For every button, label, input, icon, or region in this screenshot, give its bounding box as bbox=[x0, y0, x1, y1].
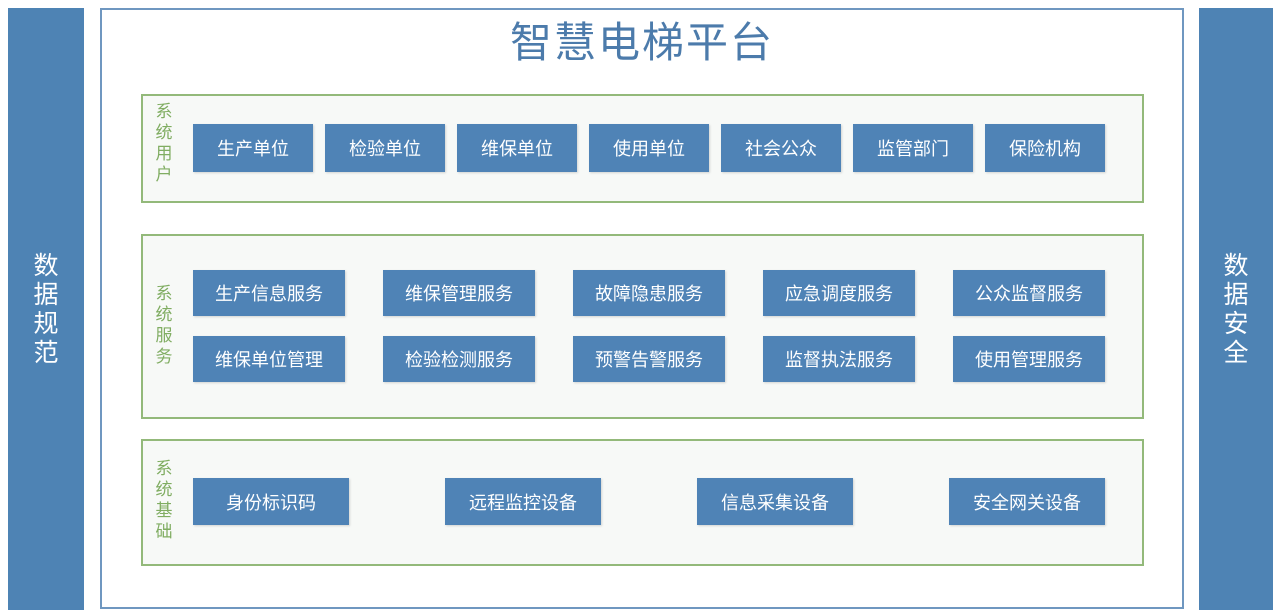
user-box-public[interactable]: 社会公众 bbox=[721, 124, 841, 172]
service-box[interactable]: 应急调度服务 bbox=[763, 270, 915, 316]
section-system-services: 系统服务 bbox=[141, 234, 1144, 419]
base-box-info-collect[interactable]: 信息采集设备 bbox=[697, 478, 853, 525]
service-box[interactable]: 生产信息服务 bbox=[193, 270, 345, 316]
service-box[interactable]: 使用管理服务 bbox=[953, 336, 1105, 382]
section-label-base: 系统基础 bbox=[155, 459, 173, 542]
user-box-supervision[interactable]: 监管部门 bbox=[853, 124, 973, 172]
user-box-usage[interactable]: 使用单位 bbox=[589, 124, 709, 172]
service-box[interactable]: 检验检测服务 bbox=[383, 336, 535, 382]
right-side-label: 数据安全 bbox=[1223, 251, 1249, 367]
right-side-bar: 数据安全 bbox=[1199, 8, 1273, 610]
user-box-production[interactable]: 生产单位 bbox=[193, 124, 313, 172]
base-box-security-gateway[interactable]: 安全网关设备 bbox=[949, 478, 1105, 525]
left-side-label: 数据规范 bbox=[33, 251, 59, 367]
service-box[interactable]: 监督执法服务 bbox=[763, 336, 915, 382]
service-box[interactable]: 公众监督服务 bbox=[953, 270, 1105, 316]
base-box-identity-code[interactable]: 身份标识码 bbox=[193, 478, 349, 525]
left-side-bar: 数据规范 bbox=[8, 8, 84, 610]
service-box[interactable]: 维保管理服务 bbox=[383, 270, 535, 316]
section-label-services: 系统服务 bbox=[155, 284, 173, 367]
section-label-users: 系统用户 bbox=[155, 102, 173, 185]
user-box-maintenance[interactable]: 维保单位 bbox=[457, 124, 577, 172]
base-box-remote-monitor[interactable]: 远程监控设备 bbox=[445, 478, 601, 525]
service-box[interactable]: 故障隐患服务 bbox=[573, 270, 725, 316]
user-box-insurance[interactable]: 保险机构 bbox=[985, 124, 1105, 172]
page-title: 智慧电梯平台 bbox=[509, 18, 774, 67]
service-box[interactable]: 维保单位管理 bbox=[193, 336, 345, 382]
user-box-inspection[interactable]: 检验单位 bbox=[325, 124, 445, 172]
service-box[interactable]: 预警告警服务 bbox=[573, 336, 725, 382]
